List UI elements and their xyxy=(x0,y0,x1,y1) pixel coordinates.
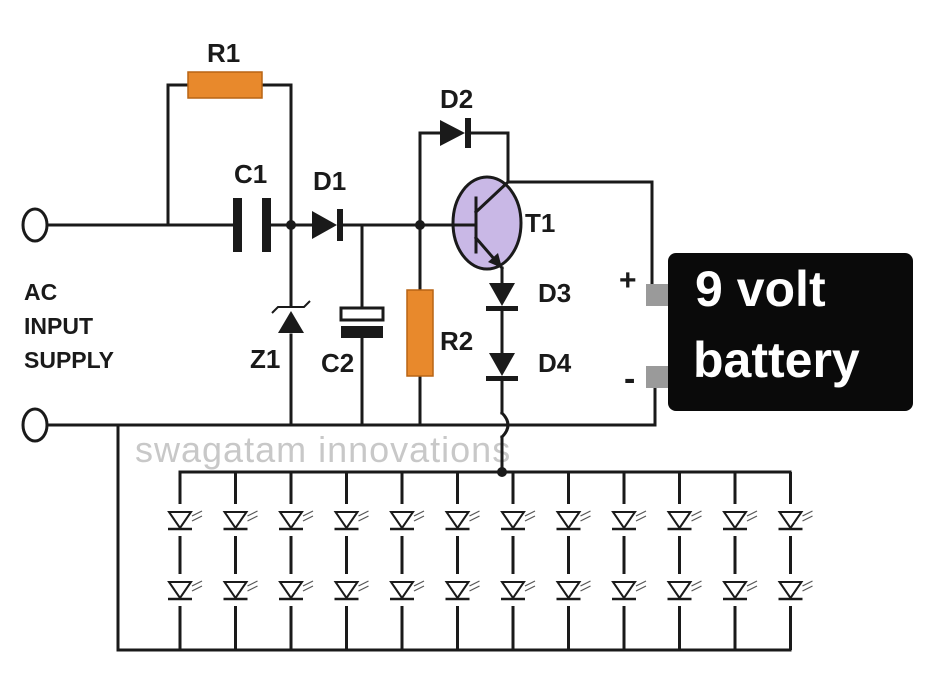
led-array xyxy=(167,472,813,650)
led xyxy=(444,504,480,536)
label-z1: Z1 xyxy=(250,344,280,374)
battery-terminal-positive xyxy=(646,284,672,306)
ac-input-label-line1: AC xyxy=(24,279,57,305)
led xyxy=(500,574,536,606)
led xyxy=(722,574,758,606)
ac-terminal-bottom xyxy=(21,407,49,443)
battery-label-line2: battery xyxy=(693,332,860,388)
label-d1: D1 xyxy=(313,166,346,196)
resistor-r1 xyxy=(187,71,263,99)
capacitor-c2 xyxy=(339,306,385,338)
led xyxy=(444,574,480,606)
led xyxy=(555,574,591,606)
led xyxy=(222,574,258,606)
led-column xyxy=(666,472,702,650)
label-r2: R2 xyxy=(440,326,473,356)
led xyxy=(278,574,314,606)
diode-d1 xyxy=(312,209,343,241)
label-c2: C2 xyxy=(321,348,354,378)
led-column xyxy=(333,472,369,650)
led-column xyxy=(555,472,591,650)
led xyxy=(333,504,369,536)
label-d3: D3 xyxy=(538,278,571,308)
led xyxy=(666,504,702,536)
transistor-t1 xyxy=(451,175,523,271)
led xyxy=(278,504,314,536)
battery-terminal-negative xyxy=(646,366,672,388)
label-c1: C1 xyxy=(234,159,267,189)
zener-z1 xyxy=(271,300,311,333)
led xyxy=(389,574,425,606)
led-column xyxy=(777,472,813,650)
led-column xyxy=(167,472,203,650)
led xyxy=(389,504,425,536)
led xyxy=(500,504,536,536)
diode-d3 xyxy=(486,283,518,311)
label-r1: R1 xyxy=(207,38,240,68)
led xyxy=(222,504,258,536)
led xyxy=(777,504,813,536)
resistor-r2 xyxy=(406,289,434,377)
label-d4: D4 xyxy=(538,348,572,378)
junction-dots xyxy=(286,220,507,477)
led-column xyxy=(500,472,536,650)
battery-minus-sign: - xyxy=(624,360,635,398)
ac-input-label-line2: INPUT xyxy=(24,313,93,339)
label-d2: D2 xyxy=(440,84,473,114)
led xyxy=(555,504,591,536)
led xyxy=(333,574,369,606)
ac-terminal-top xyxy=(21,207,49,243)
diode-d4 xyxy=(486,353,518,381)
label-t1: T1 xyxy=(525,208,555,238)
led xyxy=(666,574,702,606)
ac-input-label-line3: SUPPLY xyxy=(24,347,114,373)
battery-label-line1: 9 volt xyxy=(695,261,826,317)
led xyxy=(722,504,758,536)
led xyxy=(611,574,647,606)
led xyxy=(167,574,203,606)
diode-d2 xyxy=(440,118,471,148)
watermark: swagatam innovations xyxy=(135,429,511,470)
led xyxy=(611,504,647,536)
capacitor-c1 xyxy=(233,198,271,252)
led-column xyxy=(389,472,425,650)
led-column xyxy=(722,472,758,650)
led xyxy=(167,504,203,536)
battery-9v xyxy=(668,253,913,411)
led-column xyxy=(222,472,258,650)
led xyxy=(777,574,813,606)
led-column xyxy=(278,472,314,650)
led-column xyxy=(611,472,647,650)
battery-plus-sign: + xyxy=(619,264,637,297)
led-column xyxy=(444,472,480,650)
